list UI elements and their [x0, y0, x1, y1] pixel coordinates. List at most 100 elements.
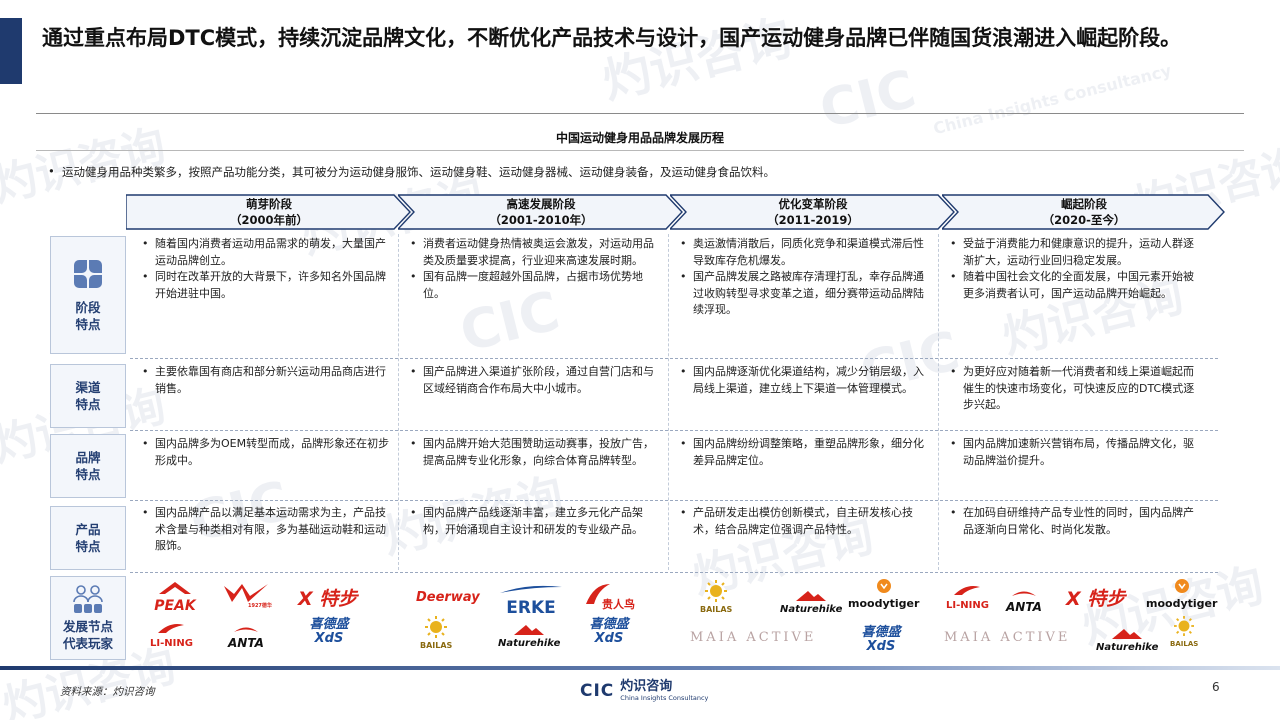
swoosh-mark-icon [224, 584, 268, 602]
tiger-mark-icon [1174, 579, 1189, 593]
mountain-mark-icon [514, 625, 545, 635]
phase-period: （2011-2019） [767, 213, 859, 227]
lining-mark-icon [954, 586, 981, 595]
table-cell: 国内品牌产品线逐渐丰富，建立多元化产品架构，开始涌现自主设计和研发的专业级产品。 [410, 505, 662, 538]
phase-name: 优化变革阶段 [778, 197, 848, 211]
phase-name: 萌芽阶段 [246, 197, 292, 211]
mountain-mark-icon [1112, 629, 1143, 639]
cell-bullet: 国产品牌发展之路被库存清理打乱，幸存品牌通过收购转型寻求变革之道，细分赛带运动品… [680, 269, 932, 319]
cell-bullet: 国内品牌纷纷调整策略，重塑品牌形象，细分化差异品牌定位。 [680, 436, 932, 469]
logo-text: BAILAS [420, 641, 453, 650]
logo-xds: 喜德盛 XdS [861, 625, 901, 654]
phase-period: （2001-2010年） [489, 213, 593, 227]
cell-bullet: 产品研发走出模仿创新模式，自主研发核心技术，结合品牌定位强调产品特性。 [680, 505, 932, 538]
row-divider [130, 430, 1218, 431]
people-group-icon [73, 585, 103, 613]
row-label-players: 发展节点 代表玩家 [50, 576, 126, 660]
phase-name: 高速发展阶段 [506, 197, 576, 211]
cell-bullet: 随着国内消费者运动用品需求的萌发，大量国产运动品牌创立。 [142, 236, 392, 269]
cell-bullet: 国内品牌产品以满足基本运动需求为主，产品技术含量与种类相对有限，多为基础运动鞋和… [142, 505, 392, 555]
table-cell: 奥运激情消散后，同质化竞争和渠道模式滞后性导致库存危机爆发。 国产品牌发展之路被… [680, 236, 932, 319]
peak-mark-icon [159, 582, 191, 594]
phase-timeline: 萌芽阶段（2000年前） 高速发展阶段 （2001-2010年） 优化变革阶段 （2… [126, 194, 1226, 230]
footer-divider [0, 666, 1280, 670]
logo-huili: 1927德华 [222, 582, 272, 610]
chevron-arrow-icon [942, 194, 1225, 230]
logo-naturehike: Naturehike [780, 586, 842, 615]
logo-text: ANTA [1006, 600, 1042, 614]
chevron-arrow-icon [670, 194, 955, 230]
lining-mark-icon [158, 624, 185, 633]
bird-mark-icon [586, 584, 610, 604]
cell-bullet: 奥运激情消散后，同质化竞争和渠道模式滞后性导致库存危机爆发。 [680, 236, 932, 269]
row-label-line1: 阶段 [75, 300, 101, 315]
page-title: 通过重点布局DTC模式，持续沉淀品牌文化，不断优化产品技术与设计，国产运动健身品… [42, 26, 1182, 50]
logo-text: 1927德华 [248, 603, 272, 609]
table-cell: 随着国内消费者运动用品需求的萌发，大量国产运动品牌创立。 同时在改革开放的大背景… [142, 236, 392, 302]
column-divider [938, 234, 939, 570]
logo-text: BAILAS [1170, 640, 1199, 648]
table-cell: 国产品牌进入渠道扩张阶段，通过自营门店和与区域经销商合作布局大中小城市。 [410, 364, 662, 397]
table-cell: 国内品牌逐渐优化渠道结构，减少分销层级，入局线上渠道，建立线上下渠道一体管理模式… [680, 364, 932, 397]
logo-anta: ANTA [1006, 582, 1042, 613]
table-cell: 主要依靠国有商店和部分新兴运动用品商店进行销售。 [142, 364, 392, 397]
logo-text: moodytiger [1146, 597, 1218, 610]
phase-arrow-3: 优化变革阶段 （2011-2019） [670, 194, 956, 230]
row-label-stage: 阶段 特点 [50, 236, 126, 354]
phase-period: （2020-至今） [1042, 213, 1126, 227]
logo-bailas: BAILAS [1170, 616, 1198, 648]
logo-text: Naturehike [1096, 642, 1159, 653]
cell-bullet: 主要依靠国有商店和部分新兴运动用品商店进行销售。 [142, 364, 392, 397]
table-cell: 消费者运动健身热情被奥运会激发，对运动用品类及质量要求提高，行业迎来高速发展时期… [410, 236, 662, 302]
logo-naturehike: Naturehike [1096, 624, 1158, 653]
title-divider [36, 113, 1244, 114]
row-label-line2: 特点 [75, 539, 101, 554]
column-divider [668, 234, 669, 570]
cell-bullet: 国有品牌一度超越外国品牌，占据市场优势地位。 [410, 269, 662, 302]
logo-text: LI-NING [150, 638, 193, 649]
phase-arrow-1: 萌芽阶段（2000年前） [126, 194, 412, 230]
logo-lining: LI-NING [150, 620, 193, 649]
chevron-arrow-icon [126, 194, 411, 230]
cell-bullet: 国内品牌产品线逐渐丰富，建立多元化产品架构，开始涌现自主设计和研发的专业级产品。 [410, 505, 662, 538]
tiger-mark-icon [876, 579, 891, 593]
table-cell: 国内品牌产品以满足基本运动需求为主，产品技术含量与种类相对有限，多为基础运动鞋和… [142, 505, 392, 555]
logo-moodytiger: moodytiger [1146, 578, 1217, 610]
company-logo: CIC 灼识咨询 China Insights Consultancy [580, 680, 709, 703]
logo-text: 贵人鸟 [602, 598, 635, 611]
page-number: 6 [1212, 680, 1220, 694]
cell-bullet: 国内品牌加速新兴营销布局，传播品牌文化，驱动品牌溢价提升。 [950, 436, 1202, 469]
logo-xds: 喜德盛 XdS [309, 617, 349, 646]
cell-bullet: 国产品牌进入渠道扩张阶段，通过自营门店和与区域经销商合作布局大中小城市。 [410, 364, 662, 397]
logo-moodytiger: moodytiger [848, 578, 919, 610]
row-label-line1: 品牌 [75, 450, 101, 465]
table-cell: 国内品牌加速新兴营销布局，传播品牌文化，驱动品牌溢价提升。 [950, 436, 1202, 469]
phase-name: 崛起阶段 [1061, 197, 1107, 211]
table-cell: 为更好应对随着新一代消费者和线上渠道崛起而催生的快速市场变化，可快速反应的DTC… [950, 364, 1202, 414]
cell-bullet: 同时在改革开放的大背景下，许多知名外国品牌开始进驻中国。 [142, 269, 392, 302]
logo-text: ERKE [506, 598, 556, 618]
logo-erke: ERKE [498, 580, 564, 617]
logo-mark: CIC [580, 681, 615, 701]
logo-naturehike: Naturehike [498, 620, 560, 649]
sun-mark-icon [1174, 616, 1195, 636]
logo-english: China Insights Consultancy [620, 694, 709, 702]
row-label-line2: 特点 [75, 467, 101, 482]
logo-deerway: Deerway [416, 590, 480, 605]
logo-guirenniao: 贵人鸟 [584, 582, 635, 611]
watermark: China Insights Consultancy [931, 60, 1174, 139]
row-label-product: 产品 特点 [50, 506, 126, 570]
row-label-line1: 产品 [75, 522, 101, 537]
anta-mark-icon [233, 627, 258, 632]
cell-bullet: 消费者运动健身热情被奥运会激发，对运动用品类及质量要求提高，行业迎来高速发展时期… [410, 236, 662, 269]
logo-text: Naturehike [780, 604, 843, 615]
grid-petals-icon [74, 260, 102, 288]
logo-xtep: X 特步 [1066, 588, 1126, 610]
table-cell: 国内品牌多为OEM转型而成，品牌形象还在初步形成中。 [142, 436, 392, 469]
cell-bullet: 国内品牌开始大范围赞助运动赛事，投放广告，提高品牌专业化形象，向综合体育品牌转型… [410, 436, 662, 469]
cell-bullet: 国内品牌逐渐优化渠道结构，减少分销层级，入局线上渠道，建立线上下渠道一体管理模式… [680, 364, 932, 397]
row-divider [130, 572, 1218, 573]
logo-text: moodytiger [848, 597, 920, 610]
section-divider [36, 150, 1244, 151]
chevron-arrow-icon [398, 194, 683, 230]
